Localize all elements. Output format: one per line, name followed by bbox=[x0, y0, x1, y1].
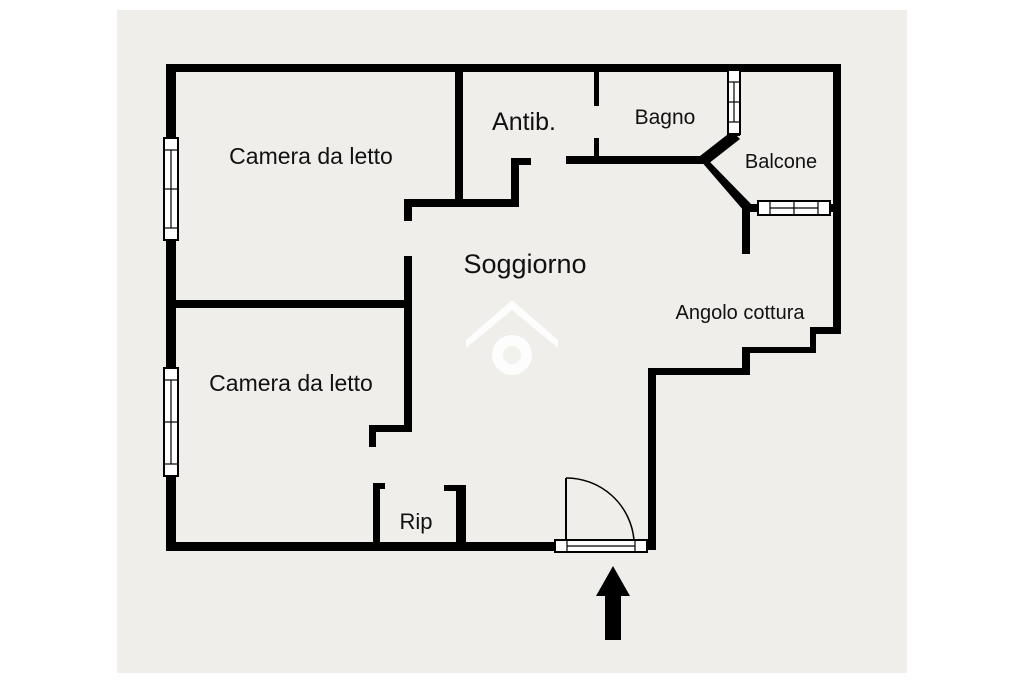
wall-rip-right bbox=[456, 485, 466, 547]
wall-step-2 bbox=[810, 327, 816, 353]
wall-bottom bbox=[166, 542, 566, 551]
window-bagno bbox=[727, 69, 741, 135]
room-label-bagno: Bagno bbox=[635, 106, 696, 129]
room-label-rip: Rip bbox=[399, 509, 432, 534]
wall-bagno-bottom bbox=[566, 156, 706, 164]
room-label-soggiorno: Soggiorno bbox=[463, 249, 586, 279]
window-balcone bbox=[757, 200, 831, 216]
wall-kitchen-diagonal bbox=[700, 160, 752, 211]
room-label-camera-1: Camera da letto bbox=[229, 143, 393, 169]
entrance-arrow-icon bbox=[596, 566, 630, 640]
wall-bedroom2-stub bbox=[369, 425, 376, 447]
wall-antib-inner bbox=[511, 158, 519, 207]
wall-bedroom1-stub bbox=[404, 199, 412, 221]
wall-bagno-jamb-top bbox=[594, 64, 599, 106]
wall-step-1 bbox=[810, 327, 841, 334]
room-label-angolo-cottura: Angolo cottura bbox=[676, 302, 806, 324]
wall-top bbox=[166, 64, 841, 72]
wall-step-6 bbox=[648, 368, 656, 550]
window-bedroom-1 bbox=[163, 137, 179, 241]
door-swing-icon bbox=[554, 477, 648, 553]
room-label-camera-2: Camera da letto bbox=[209, 370, 373, 396]
wall-kitchen-stub bbox=[742, 204, 750, 254]
wall-rip-left bbox=[373, 483, 380, 547]
wall-step-4 bbox=[742, 347, 750, 375]
watermark-logo-icon bbox=[466, 300, 558, 375]
room-label-antib: Antib. bbox=[492, 108, 556, 136]
wall-right bbox=[833, 64, 841, 334]
wall-rip-left-top bbox=[373, 483, 385, 489]
room-label-balcone: Balcone bbox=[745, 151, 817, 173]
wall-bedroom2-return bbox=[369, 425, 412, 432]
walls bbox=[166, 64, 841, 551]
wall-bagno-diagonal bbox=[700, 131, 740, 164]
wall-bedroom-partition bbox=[404, 256, 412, 432]
wall-rip-right-top bbox=[444, 485, 466, 491]
wall-bagno-jamb-bottom bbox=[594, 138, 599, 158]
wall-antib-left bbox=[455, 64, 463, 207]
wall-step-3 bbox=[742, 347, 816, 353]
wall-bedrooms-divider bbox=[166, 300, 412, 308]
wall-antib-inner-top bbox=[511, 158, 531, 165]
wall-antib-bottom bbox=[404, 199, 519, 207]
wall-step-5 bbox=[648, 368, 750, 375]
window-bedroom-2 bbox=[163, 367, 179, 477]
